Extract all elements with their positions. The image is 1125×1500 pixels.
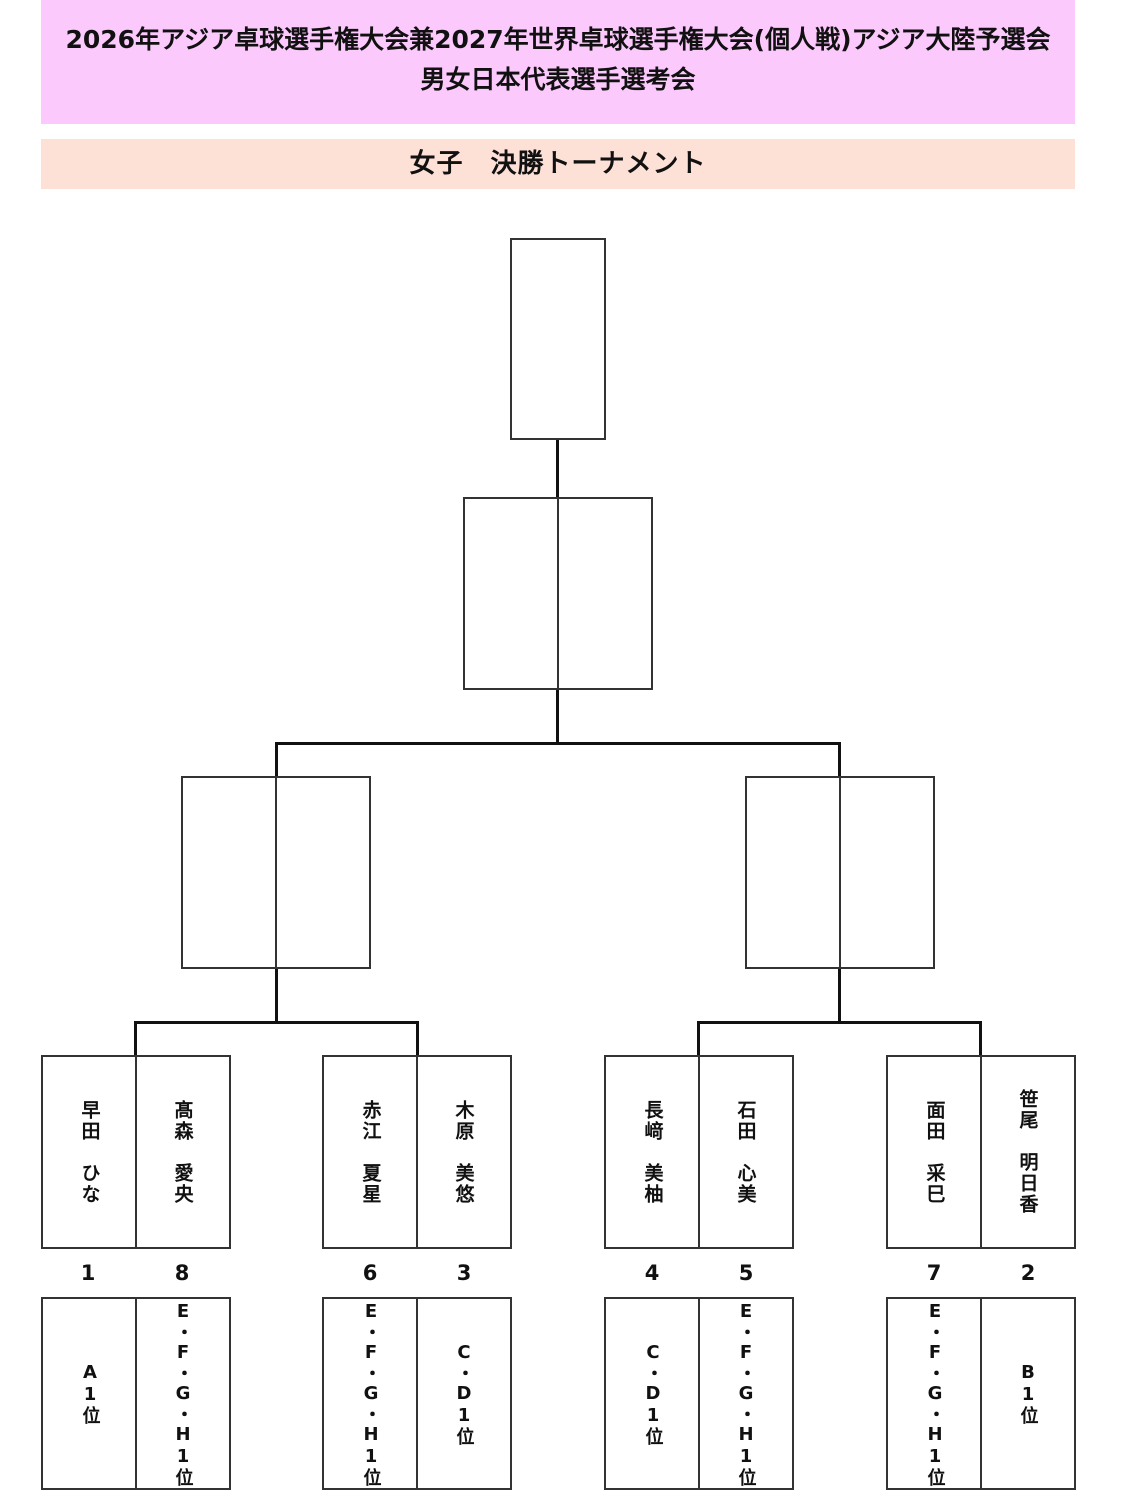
qualification-slot: E・F・G・H1位 [136,1299,229,1488]
qf-left-drop-a [134,1021,137,1057]
player-name: 髙森 愛央 [171,1099,194,1205]
player-slot: 髙森 愛央 [136,1057,229,1247]
player-slot: 木原 美悠 [417,1057,510,1247]
qualification-label: C・D1位 [642,1341,664,1446]
qualification-label: C・D1位 [453,1341,475,1446]
qualification-slot: C・D1位 [417,1299,510,1488]
qualification-label: E・F・G・H1位 [360,1300,382,1487]
match-divider [698,1299,700,1488]
qf-right-drop-a [697,1021,700,1057]
match-divider [135,1299,137,1488]
qf-right-stem [838,967,841,1024]
seed-number: 1 [80,1261,96,1285]
qf-left-stem [275,967,278,1024]
title-line-2: 男女日本代表選手選考会 [420,65,696,94]
qualification-slot: B1位 [981,1299,1074,1488]
qf-right-bar [697,1021,982,1024]
qf-left-drop-b [416,1021,419,1057]
player-slot: 赤江 夏星 [324,1057,417,1247]
player-slot: 早田 ひな [43,1057,136,1247]
final-box [510,238,606,440]
qualification-pair-2: E・F・G・H1位 C・D1位 [322,1297,512,1490]
seed-number: 6 [362,1261,378,1285]
quarterfinal-pair-1: 早田 ひな 髙森 愛央 [41,1055,231,1249]
qualification-pair-4: E・F・G・H1位 B1位 [886,1297,1076,1490]
match-divider [698,1057,700,1247]
qualification-label: B1位 [1017,1362,1039,1425]
player-slot: 石田 心美 [699,1057,792,1247]
qualification-label: A1位 [79,1362,101,1425]
qualification-pair-1: A1位 E・F・G・H1位 [41,1297,231,1490]
semifinal-box-right [745,776,935,969]
player-slot: 笹尾 明日香 [981,1057,1074,1247]
seed-number: 3 [456,1261,472,1285]
match-divider [416,1299,418,1488]
match-divider [135,1057,137,1247]
qualification-label: E・F・G・H1位 [735,1300,757,1487]
semifinal-stem [556,688,559,745]
player-name: 早田 ひな [78,1099,101,1205]
seed-number: 2 [1020,1261,1036,1285]
player-name: 赤江 夏星 [359,1099,382,1205]
championship-match-box [463,497,653,690]
player-name: 長﨑 美柚 [641,1099,664,1205]
seed-number: 8 [174,1261,190,1285]
seed-number: 4 [644,1261,660,1285]
qualification-slot: E・F・G・H1位 [888,1299,981,1488]
qualification-slot: C・D1位 [606,1299,699,1488]
title-line-1: 2026年アジア卓球選手権大会兼2027年世界卓球選手権大会(個人戦)アジア大陸… [65,25,1051,54]
match-divider [980,1299,982,1488]
player-slot: 面田 采巳 [888,1057,981,1247]
quarterfinal-pair-3: 長﨑 美柚 石田 心美 [604,1055,794,1249]
quarterfinal-pair-4: 面田 采巳 笹尾 明日香 [886,1055,1076,1249]
qualification-slot: E・F・G・H1位 [324,1299,417,1488]
match-divider [275,778,277,967]
quarterfinal-pair-2: 赤江 夏星 木原 美悠 [322,1055,512,1249]
match-divider [416,1057,418,1247]
final-connector [556,438,559,498]
player-name: 石田 心美 [734,1099,757,1205]
match-divider [980,1057,982,1247]
seed-number: 7 [926,1261,942,1285]
title-banner: 2026年アジア卓球選手権大会兼2027年世界卓球選手権大会(個人戦)アジア大陸… [41,0,1075,124]
qualification-slot: E・F・G・H1位 [699,1299,792,1488]
qualification-pair-3: C・D1位 E・F・G・H1位 [604,1297,794,1490]
player-name: 木原 美悠 [452,1099,475,1205]
player-name: 笹尾 明日香 [1016,1089,1039,1215]
subtitle-banner: 女子 決勝トーナメント [41,139,1075,189]
player-name: 面田 采巳 [923,1099,946,1205]
seed-number: 5 [738,1261,754,1285]
qf-right-drop-b [979,1021,982,1057]
semifinal-left-drop [275,742,278,778]
qualification-label: E・F・G・H1位 [172,1300,194,1487]
match-divider [839,778,841,967]
match-divider [557,499,559,688]
qualification-slot: A1位 [43,1299,136,1488]
semifinal-box-left [181,776,371,969]
qualification-label: E・F・G・H1位 [924,1300,946,1487]
qf-left-bar [134,1021,419,1024]
semifinal-right-drop [838,742,841,778]
semifinal-bar [275,742,841,745]
player-slot: 長﨑 美柚 [606,1057,699,1247]
